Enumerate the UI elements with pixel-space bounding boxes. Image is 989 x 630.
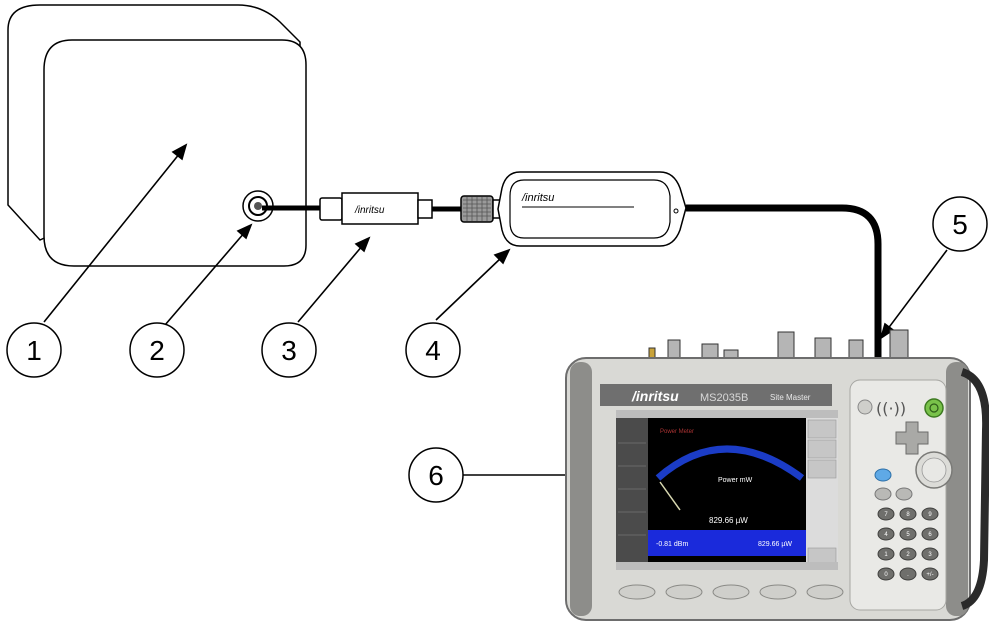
esc-key — [858, 400, 872, 414]
reading-large: 829.66 µW — [709, 516, 748, 525]
sensor-led — [674, 209, 678, 213]
screen-mode-title: Power Meter — [660, 429, 694, 435]
analyzer-screen: Power mW Power Meter 829.66 µW -0.81 dBm… — [616, 410, 838, 570]
device-under-test — [8, 5, 306, 266]
sensor-knurl-pattern — [463, 197, 491, 221]
callout-5-number: 5 — [952, 209, 968, 240]
sensor-label-plate — [510, 180, 670, 238]
analyzer-model: MS2035B — [700, 392, 748, 404]
reading-dbm: -0.81 dBm — [656, 541, 688, 548]
sensor-brand-label: /inritsu — [521, 192, 554, 204]
callout-4: 4 — [406, 323, 460, 377]
handheld-analyzer: /inritsu MS2035B Site Master Power mW — [566, 330, 986, 620]
gauge-label: Power mW — [718, 477, 753, 484]
analyzer-brand: /inritsu — [631, 388, 679, 404]
callout-4-number: 4 — [425, 335, 441, 366]
callout-3: 3 — [262, 323, 316, 377]
power-sensor: /inritsu — [461, 172, 686, 246]
callout-1-number: 1 — [26, 335, 42, 366]
menu-key — [875, 488, 891, 500]
callout-2: 2 — [130, 323, 184, 377]
screen-left-panel — [616, 418, 648, 570]
wireless-icon: ((·)) — [876, 399, 906, 418]
callout-1: 1 — [7, 323, 61, 377]
callout-6-number: 6 — [428, 460, 444, 491]
callout-3-number: 3 — [281, 335, 297, 366]
attenuator-right-connector — [418, 200, 432, 218]
callout-6: 6 — [409, 448, 463, 502]
enter-key — [875, 469, 891, 481]
callout-2-number: 2 — [149, 335, 165, 366]
power-button — [925, 399, 943, 417]
shift-key — [896, 488, 912, 500]
key-sign: +/- — [926, 572, 933, 578]
reading-watts: 829.66 µW — [758, 541, 792, 548]
analyzer-badge: Site Master — [770, 393, 811, 402]
attenuator-brand-label: /inritsu — [354, 205, 385, 216]
attenuator: /inritsu — [320, 193, 432, 224]
callout-5: 5 — [933, 197, 987, 251]
attenuator-left-connector — [320, 198, 342, 220]
